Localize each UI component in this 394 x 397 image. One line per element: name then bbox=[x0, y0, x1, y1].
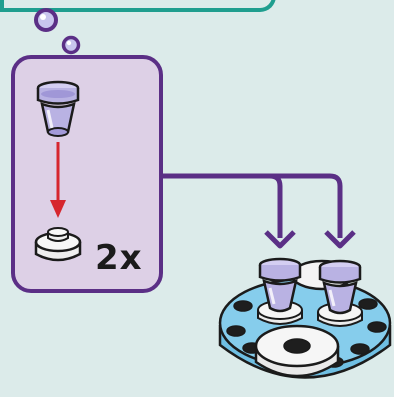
down-arrow-icon bbox=[264, 230, 296, 249]
trans-cone-part-icon bbox=[318, 259, 362, 315]
placement-arrow bbox=[50, 142, 66, 218]
down-arrow-icon bbox=[324, 230, 356, 249]
part-quantity-label: 2x bbox=[95, 238, 143, 278]
bubble-icon bbox=[34, 8, 58, 32]
bubble-icon bbox=[61, 35, 81, 55]
white-round-tile-part-icon bbox=[34, 227, 82, 262]
white-round-tile bbox=[254, 324, 340, 378]
trans-cone-part-icon bbox=[36, 80, 80, 137]
trans-cone-part-icon bbox=[258, 257, 302, 313]
